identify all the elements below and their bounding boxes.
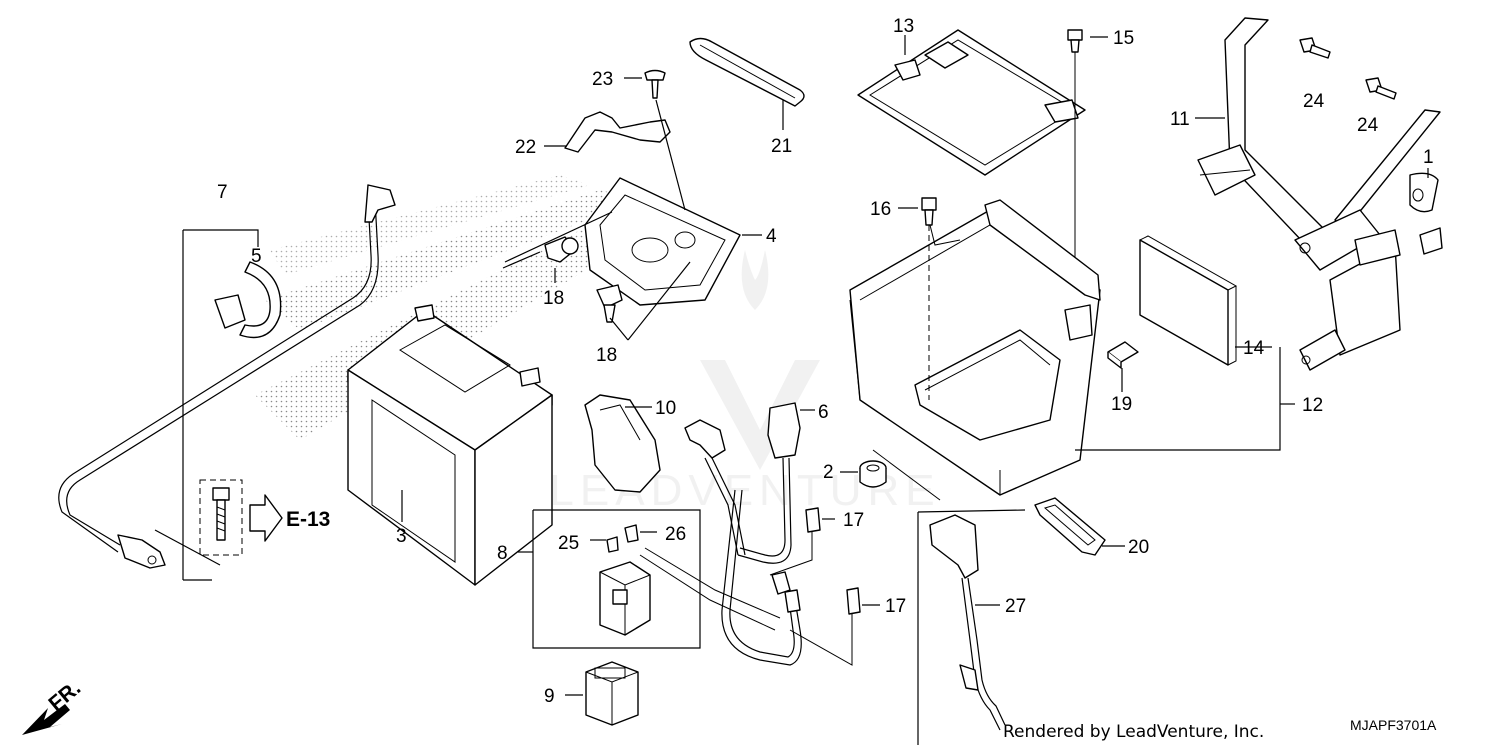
cable-6: [684, 402, 802, 666]
callout-12[interactable]: 12: [1302, 395, 1323, 416]
callout-13[interactable]: 13: [893, 16, 914, 37]
grommet-2: [859, 460, 887, 488]
callout-21[interactable]: 21: [771, 136, 792, 157]
callout-18-upper[interactable]: 18: [543, 288, 564, 309]
callout-8[interactable]: 8: [497, 543, 508, 564]
callout-9[interactable]: 9: [544, 686, 555, 707]
strap-22: [564, 111, 671, 153]
diagram-code: MJAPF3701A: [1350, 717, 1437, 733]
bolt-24-right: [1365, 77, 1397, 100]
callout-11[interactable]: 11: [1170, 109, 1190, 130]
e13-reference-bolt: [199, 479, 283, 556]
callout-24-left[interactable]: 24: [1303, 91, 1325, 112]
callout-23[interactable]: 23: [592, 69, 613, 90]
bracket-11: [1197, 17, 1443, 371]
callout-4[interactable]: 4: [766, 226, 777, 247]
screw-23: [644, 69, 666, 99]
callout-17-upper[interactable]: 17: [843, 510, 864, 531]
callout-7[interactable]: 7: [217, 182, 228, 203]
callout-14[interactable]: 14: [1243, 338, 1265, 359]
callout-1[interactable]: 1: [1423, 147, 1434, 168]
footer-credit: Rendered by LeadVenture, Inc.: [1003, 722, 1264, 742]
fuse-17-upper: [805, 507, 821, 533]
battery-3: [347, 304, 553, 586]
clip-18-upper: [544, 236, 579, 263]
clip-nut-19: [1107, 341, 1139, 369]
front-direction-arrow: [22, 704, 70, 735]
bolt-16: [921, 197, 937, 226]
callout-19[interactable]: 19: [1111, 394, 1132, 415]
callout-3[interactable]: 3: [396, 526, 407, 547]
callout-15[interactable]: 15: [1113, 28, 1134, 49]
fuse-17-lower: [846, 587, 861, 615]
callout-16[interactable]: 16: [870, 199, 891, 220]
band-20: [1034, 497, 1106, 556]
callout-17-lower[interactable]: 17: [885, 596, 906, 617]
callout-2[interactable]: 2: [823, 462, 834, 483]
callout-22[interactable]: 22: [515, 137, 536, 158]
callout-27[interactable]: 27: [1005, 596, 1026, 617]
battery-cover-13: [857, 29, 1086, 176]
cable-27: [917, 509, 1026, 745]
holder-4: [584, 177, 741, 306]
battery-cable-7: [58, 184, 396, 581]
belt-21: [689, 37, 805, 107]
pad-14: [1139, 235, 1238, 366]
battery-box: [849, 199, 1101, 496]
terminal-cover-10: [584, 394, 661, 493]
callout-24-right[interactable]: 24: [1357, 115, 1379, 136]
cable-band-5: [214, 261, 282, 339]
callout-5[interactable]: 5: [251, 246, 262, 267]
clip-18-lower: [596, 284, 623, 323]
fuse-box-8: [518, 509, 781, 649]
bolt-15: [1067, 29, 1083, 53]
reference-e13[interactable]: E-13: [286, 508, 330, 531]
callout-18-lower[interactable]: 18: [596, 345, 617, 366]
callout-6[interactable]: 6: [818, 402, 829, 423]
direction-label: FR.: [44, 676, 85, 715]
callout-20[interactable]: 20: [1128, 537, 1149, 558]
bolt-24-left: [1299, 37, 1331, 59]
callout-26[interactable]: 26: [665, 524, 686, 545]
relay-9: [585, 661, 639, 726]
callout-10[interactable]: 10: [655, 398, 676, 419]
callout-25[interactable]: 25: [558, 533, 579, 554]
